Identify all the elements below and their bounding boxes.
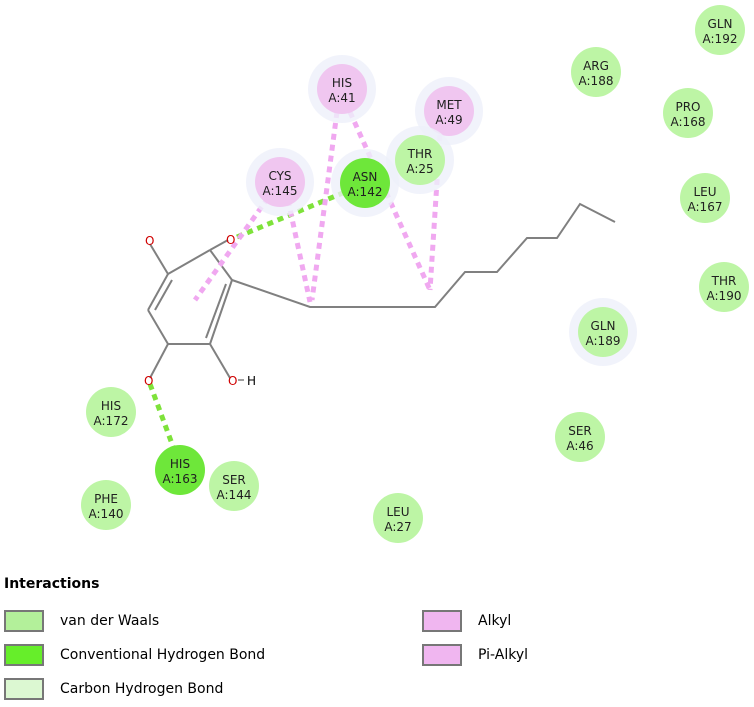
legend-item-hbond: Conventional Hydrogen Bond [4,642,265,668]
legend-label: van der Waals [60,613,160,629]
residue-name: LEU [693,185,716,199]
hydrogen-atom-label: H [247,374,256,388]
legend-swatch [4,678,44,700]
legend-label: Conventional Hydrogen Bond [60,647,266,663]
residue-name: THR [711,274,737,288]
legend-item-carbon-hbond: Carbon Hydrogen Bond [4,676,223,702]
residue-name: PRO [675,100,700,114]
hbond-line-asn142 [236,187,351,240]
residue-name: GLN [591,319,616,333]
residue-name: SER [222,473,246,487]
legend-item-pi-alkyl: Pi-Alkyl [422,642,528,668]
legend-swatch [422,610,462,632]
residue-name: MET [436,98,462,112]
residue-name: HIS [332,76,352,90]
residue-chain: A:168 [671,115,706,129]
residue-chain: A:27 [384,520,411,534]
residue-name: HIS [170,457,190,471]
legend-swatch [4,610,44,632]
residue-chain: A:189 [586,334,621,348]
residue-name: ARG [583,59,609,73]
residue-name: SER [568,424,592,438]
legend-swatch [4,644,44,666]
residue-chain: A:190 [707,289,742,303]
residue-chain: A:192 [703,32,738,46]
ligand-structure [147,202,616,379]
residue-chain: A:49 [435,113,462,127]
hbond-line-his163 [147,383,178,453]
oxygen-atom-label: O [228,374,237,388]
residue-chain: A:145 [263,184,298,198]
alkyl-line-cys145-b [285,199,313,303]
residue-layer: GLNA:192ARGA:188PROA:168LEUA:167THRA:190… [81,5,749,543]
residue-chain: A:41 [328,91,355,105]
residue-chain: A:46 [566,439,593,453]
legend-label: Alkyl [478,613,512,629]
residue-name: ASN [353,170,378,184]
residue-chain: A:140 [89,507,124,521]
residue-chain: A:163 [163,472,198,486]
legend-label: Carbon Hydrogen Bond [60,681,224,697]
legend-item-alkyl: Alkyl [422,608,511,634]
residue-chain: A:25 [406,162,433,176]
legend-label: Pi-Alkyl [478,647,529,663]
legend: Interactions van der Waals Conventional … [0,572,754,707]
oxygen-atom-label: O [144,374,153,388]
alkyl-line-his41-a [309,111,340,301]
legend-swatch [422,644,462,666]
residue-name: GLN [708,17,733,31]
residue-chain: A:188 [579,74,614,88]
legend-title: Interactions [4,576,100,592]
interaction-diagram: O O O O H GLNA:192ARGA:188PROA:168LEUA:1… [81,5,749,543]
residue-chain: A:172 [94,414,129,428]
residue-name: THR [407,147,433,161]
residue-name: CYS [268,169,291,183]
alkyl-line-cys145-a [192,196,271,302]
residue-name: PHE [94,492,118,506]
oxygen-atom-label: O [226,233,235,247]
residue-chain: A:144 [217,488,252,502]
residue-chain: A:167 [688,200,723,214]
legend-item-vdw: van der Waals [4,608,159,634]
residue-chain: A:142 [348,185,383,199]
oxygen-atom-label: O [145,234,154,248]
residue-name: HIS [101,399,121,413]
residue-name: LEU [386,505,409,519]
